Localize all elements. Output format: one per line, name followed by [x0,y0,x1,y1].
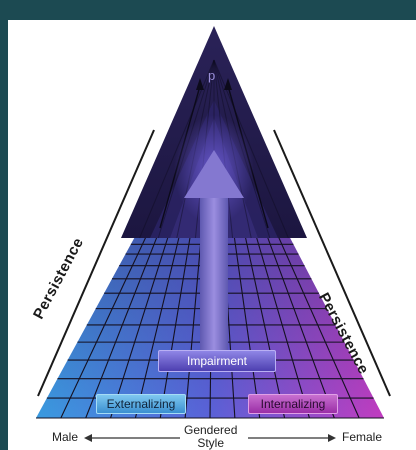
gendered-label: Gendered [184,423,238,437]
apex-label: p [208,68,216,83]
female-arrowhead-icon [328,434,336,442]
style-label: Style [197,436,225,450]
frame-left [0,0,8,450]
right-persistence-line [273,129,391,397]
frame-top [0,0,416,20]
internalizing-box: Internalizing [248,394,338,414]
impairment-box: Impairment [158,350,276,372]
gendered-style-label: Gendered Style [184,424,237,450]
male-arrowhead-icon [84,434,92,442]
externalizing-box: Externalizing [96,394,186,414]
main-arrowhead-icon [184,150,244,198]
main-arrow-shaft [200,196,228,356]
left-persistence-line [37,129,155,397]
male-label: Male [52,430,79,444]
female-label: Female [342,430,383,444]
top-right-arrowhead-icon [224,78,232,90]
top-left-arrowhead-icon [196,78,204,90]
